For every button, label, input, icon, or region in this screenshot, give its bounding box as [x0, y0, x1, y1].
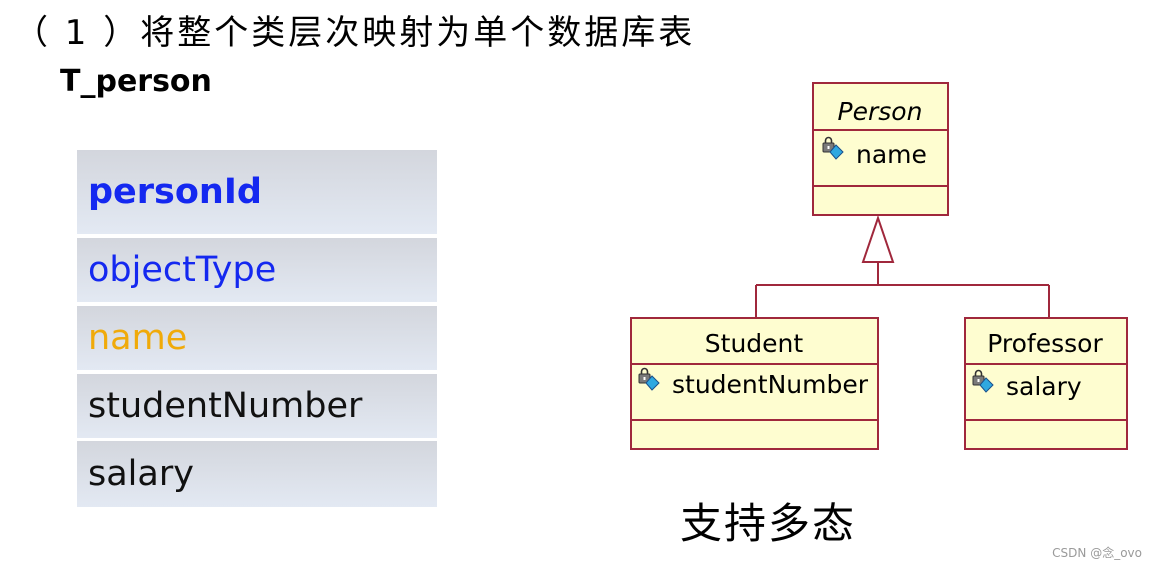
table-name: T_person [60, 64, 212, 99]
professor-class-box: Professor salary [964, 317, 1128, 450]
diagram-caption: 支持多态 [680, 499, 857, 548]
table-row-name: name [77, 306, 437, 370]
person-class-name: Person [838, 97, 923, 126]
person-attribute: name [856, 140, 927, 169]
column-label: salary [88, 454, 194, 494]
generalization-connector [755, 214, 1050, 318]
student-class-box: Student studentNumber [630, 317, 879, 450]
column-label: name [88, 318, 188, 358]
person-class-box: Person name [812, 82, 949, 216]
column-label: personId [88, 172, 262, 212]
table-row-personid: personId [77, 150, 437, 234]
student-class-name: Student [705, 329, 804, 358]
column-label: objectType [88, 250, 277, 290]
professor-attribute: salary [1006, 372, 1082, 401]
table-row-studentnumber: studentNumber [77, 374, 437, 438]
inheritance-arrowhead [861, 214, 895, 263]
student-attribute: studentNumber [672, 370, 869, 399]
table-row-salary: salary [77, 441, 437, 507]
column-label: studentNumber [88, 386, 363, 426]
professor-class-name: Professor [987, 329, 1103, 358]
page-heading: （ 1 ）将整个类层次映射为单个数据库表 [14, 13, 696, 53]
watermark: CSDN @念_ovo [1052, 546, 1142, 560]
table-row-objecttype: objectType [77, 238, 437, 302]
